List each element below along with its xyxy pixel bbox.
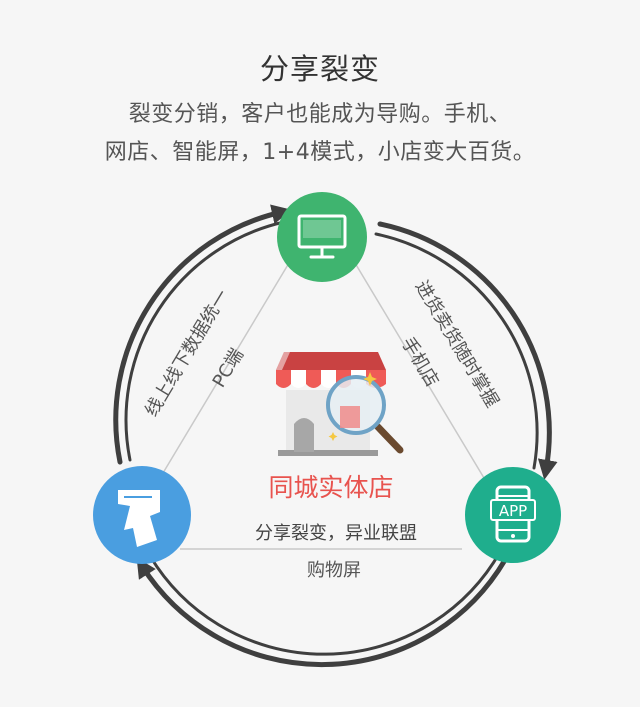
- ring-arc-top-left: [113, 204, 292, 465]
- page-subtitle-line1: 裂变分销，客户也能成为导购。手机、: [128, 102, 512, 127]
- page-title: 分享裂变: [259, 52, 380, 86]
- ring-arc-top-right-inner: [374, 232, 539, 470]
- left-edge-label-1: 线上线下数据统一: [141, 286, 233, 420]
- smartphone-icon: [490, 485, 536, 543]
- ring-arc-top-right: [377, 221, 558, 480]
- node-right: APP: [465, 467, 561, 563]
- bottom-edge-label: 购物屏: [307, 560, 361, 581]
- ring-arc-top-left-inner: [124, 220, 286, 462]
- center-title: 同城实体店: [268, 473, 393, 502]
- storefront-search-icon: [276, 352, 404, 456]
- touch-screen-icon: [118, 490, 160, 547]
- left-edge-label-2: PC端: [209, 345, 248, 391]
- page-subtitle-line2: 网店、智能屏，1+4模式，小店变大百货。: [104, 140, 536, 165]
- ring-arc-bottom-inner: [148, 550, 502, 656]
- monitor-icon: [297, 214, 347, 259]
- app-label: APP: [499, 502, 527, 520]
- ring-arc-bottom: [136, 557, 508, 668]
- cycle-ring: [113, 204, 558, 668]
- right-edge-label-1: 进货卖货随时掌握: [411, 277, 503, 411]
- center-subtitle: 分享裂变，异业联盟: [255, 523, 417, 544]
- node-top: [277, 192, 367, 282]
- triangle-lines: [159, 257, 485, 550]
- node-left: [93, 466, 191, 564]
- right-edge-label-2: 手机店: [397, 334, 443, 391]
